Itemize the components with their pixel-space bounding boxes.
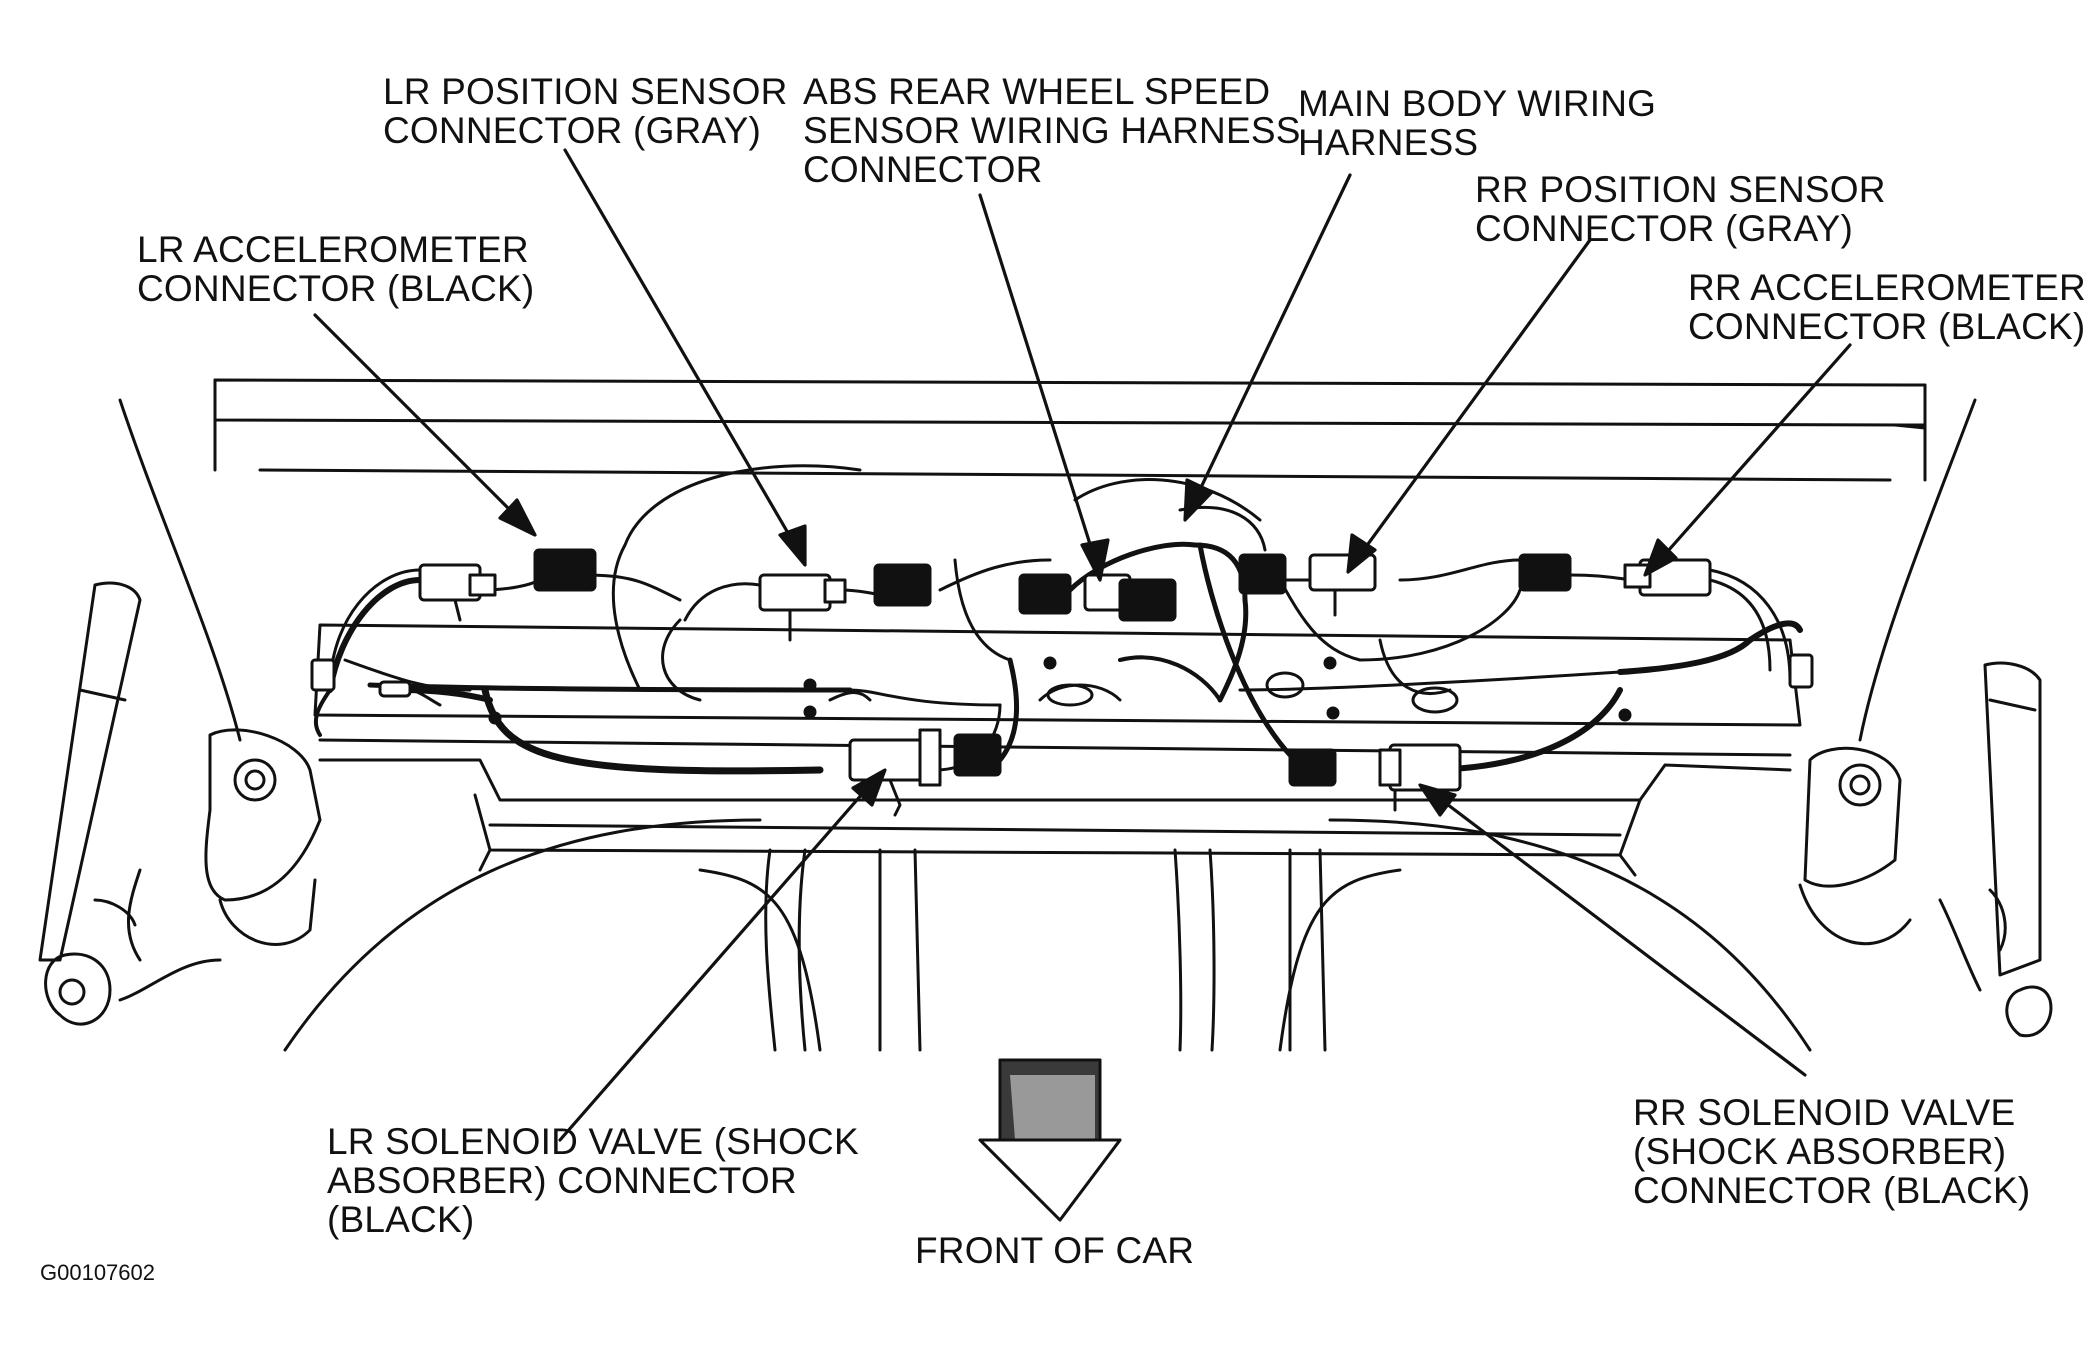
label-front-of-car: FRONT OF CAR (915, 1231, 1194, 1270)
label-line: (BLACK) (327, 1199, 475, 1240)
label-line: ABS REAR WHEEL SPEED (803, 71, 1271, 112)
label-lr-accelerometer: LR ACCELEROMETER CONNECTOR (BLACK) (137, 230, 534, 308)
right-suspension (1798, 661, 2053, 1038)
label-lr-solenoid-valve: LR SOLENOID VALVE (SHOCK ABSORBER) CONNE… (327, 1122, 859, 1239)
rr-solenoid-connector (1288, 743, 1462, 812)
figure-id: G00107602 (40, 1260, 155, 1285)
label-line: CONNECTOR (GRAY) (1475, 208, 1854, 249)
body-outline (118, 398, 1977, 1052)
label-line: CONNECTOR (BLACK) (1688, 306, 2086, 347)
label-rr-position-sensor: RR POSITION SENSOR CONNECTOR (GRAY) (1475, 170, 1886, 248)
lr-solenoid-connector (848, 728, 1002, 817)
label-main-body-wiring: MAIN BODY WIRING HARNESS (1298, 84, 1656, 162)
label-rr-accelerometer: RR ACCELEROMETER CONNECTOR (BLACK) (1688, 268, 2086, 346)
label-line: CONNECTOR (BLACK) (137, 268, 535, 309)
label-line: RR ACCELEROMETER (1688, 267, 2086, 308)
lr-position-sensor-connector (758, 563, 932, 642)
label-line: ABSORBER) CONNECTOR (327, 1160, 797, 1201)
left-suspension (38, 581, 322, 1026)
label-abs-rear-wheel-speed: ABS REAR WHEEL SPEED SENSOR WIRING HARNE… (803, 72, 1301, 189)
label-line: RR SOLENOID VALVE (1633, 1092, 2016, 1133)
label-rr-solenoid-valve: RR SOLENOID VALVE (SHOCK ABSORBER) CONNE… (1633, 1093, 2030, 1210)
label-line: CONNECTOR (BLACK) (1633, 1170, 2031, 1211)
front-of-car-arrow-icon (978, 1058, 1122, 1222)
lr-accelerometer-connector (418, 548, 597, 622)
label-line: CONNECTOR (803, 149, 1043, 190)
label-line: LR ACCELEROMETER (137, 229, 529, 270)
label-line: FRONT OF CAR (915, 1230, 1195, 1271)
label-line: MAIN BODY WIRING (1298, 83, 1657, 124)
label-line: RR POSITION SENSOR (1475, 169, 1886, 210)
wiring-harness (313, 505, 1803, 775)
wheel-well-arcs (611, 464, 1459, 714)
abs-speed-connector (1018, 573, 1177, 622)
label-line: HARNESS (1298, 122, 1479, 163)
label-lr-position-sensor: LR POSITION SENSOR CONNECTOR (GRAY) (383, 72, 788, 150)
connectors (310, 548, 1814, 817)
rr-accelerometer-connector (1518, 553, 1712, 597)
label-line: (SHOCK ABSORBER) (1633, 1131, 2007, 1172)
upper-crossmember (213, 378, 1927, 482)
label-line: LR SOLENOID VALVE (SHOCK (327, 1121, 859, 1162)
label-line: CONNECTOR (GRAY) (383, 110, 762, 151)
label-line: SENSOR WIRING HARNESS (803, 110, 1301, 151)
rr-position-sensor-connector (1238, 553, 1377, 617)
leader-lines (313, 148, 1852, 1142)
label-line: LR POSITION SENSOR (383, 71, 788, 112)
